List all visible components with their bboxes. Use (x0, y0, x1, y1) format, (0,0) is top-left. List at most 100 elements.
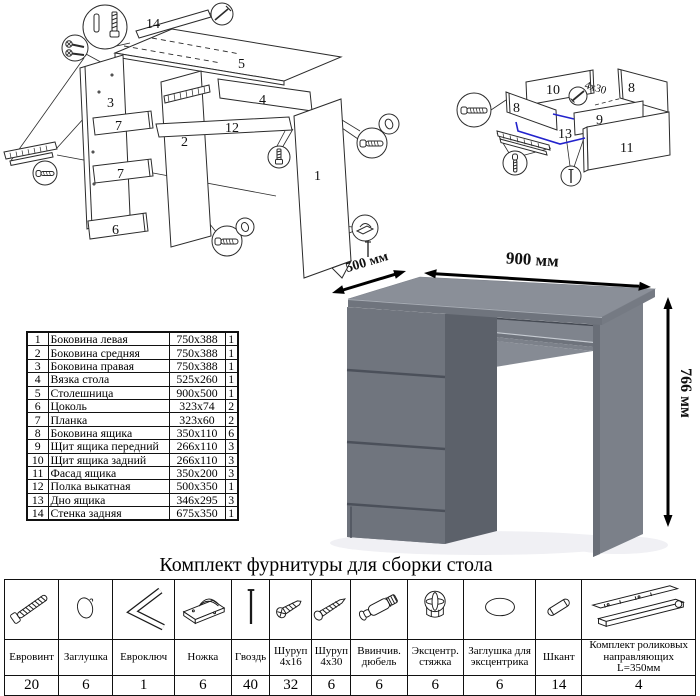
plinth (347, 506, 445, 544)
hardware-label: Шуруп 4x16 (269, 639, 313, 676)
panel-plinth (87, 212, 149, 240)
panel-plank-bottom (92, 158, 154, 184)
dowel-icon (547, 598, 570, 616)
detail-circle-screw (502, 150, 528, 176)
label-4x30: 4х30 (583, 79, 608, 97)
label-14: 14 (146, 17, 160, 32)
label-12: 12 (225, 121, 239, 136)
desk-drawer-unit (346, 299, 497, 544)
exploded-diagram-desk: 14 5 3 7 7 2 12 4 6 1 (3, 2, 400, 279)
hardware-label: Ножка (173, 639, 232, 676)
hardware-qty: 6 (311, 674, 352, 696)
detail-circle-euroscrew-right (356, 113, 400, 159)
panel-plank-top (92, 110, 154, 136)
panel-pullout-shelf (155, 116, 293, 138)
label-7a: 7 (115, 119, 122, 134)
roller-rail-detail (3, 141, 58, 186)
detail-circle-nail (210, 2, 234, 26)
hardware-qty: 14 (535, 674, 583, 696)
detail-circle-dowel-screw (82, 4, 128, 50)
part-num: 1 (26, 331, 49, 347)
hardware-qty: 6 (350, 674, 408, 696)
depth-dimension-label: 500 мм (344, 249, 390, 276)
part-size: 750x388 (168, 331, 226, 347)
width-dimension-label: 900 мм (505, 248, 559, 270)
part-name: Боковина левая (47, 331, 170, 347)
hardware-qty: 6 (406, 674, 464, 696)
label-7b: 7 (117, 167, 124, 182)
panel-right-side (293, 98, 353, 279)
cap-icon (76, 597, 93, 619)
screw-small-icon (275, 600, 302, 619)
nail-icon (247, 589, 254, 624)
leg-icon (182, 598, 226, 625)
hardware-label: Комплект роликовых направляющих L=350мм (581, 639, 696, 676)
hardware-label: Эксцентр. стяжка (406, 639, 464, 676)
dimension-annotations: 900 мм 500 мм 766 мм (332, 248, 694, 527)
label-13: 13 (558, 127, 572, 142)
detail-circle-screw-4x30 (568, 86, 588, 106)
height-dimension-label: 766 мм (677, 368, 694, 418)
hardware-table: Евровинт Заглушка Евроключ Ножка Гвоздь … (3, 579, 696, 696)
exploded-diagram-drawer: 10 8 8 9 13 11 4х30 (456, 68, 671, 187)
hardware-qty: 1 (112, 674, 175, 696)
hardware-label: Евроключ (112, 639, 175, 676)
label-3: 3 (107, 96, 114, 111)
hardware-label: Шкант (535, 639, 583, 676)
drawer-roller-rail (496, 130, 551, 156)
diagram-labels: 14 5 3 7 7 2 12 4 6 1 (107, 17, 321, 238)
drawer-gap-2 (346, 440, 446, 451)
detail-circle-screw-vertical (267, 145, 291, 169)
hardware-qty: 32 (269, 674, 313, 696)
drawer-side-left (505, 91, 558, 131)
hardware-label: Ввинчив. дюбель (350, 639, 408, 676)
desk-3d-view: 900 мм 500 мм 766 мм (330, 248, 694, 557)
label-8r: 8 (628, 81, 635, 96)
detail-circle-leg (351, 214, 379, 257)
hardware-label: Заглушка (58, 639, 114, 676)
hardware-qty-row: 20 6 1 6 40 32 6 6 6 6 14 4 (3, 674, 696, 696)
detail-circle-screws (61, 34, 89, 62)
hardware-label: Гвоздь (230, 639, 271, 676)
panel-middle-side (160, 70, 212, 248)
euroscrew-icon (9, 594, 47, 624)
label-2: 2 (181, 135, 188, 150)
screw-long-icon (313, 598, 347, 621)
label-8l: 8 (513, 101, 520, 116)
hardware-qty: 6 (58, 674, 114, 696)
drawer-facade (582, 111, 671, 173)
hardware-qty: 6 (462, 674, 537, 696)
label-11: 11 (620, 141, 633, 156)
cam-lock-icon (424, 590, 446, 618)
hardware-label: Заглушка для эксцентрика (462, 639, 537, 676)
detail-circle-euroscrew (211, 217, 255, 257)
hardware-qty: 40 (230, 674, 271, 696)
hardware-qty: 20 (3, 674, 60, 696)
hexkey-icon (125, 587, 165, 631)
part-qty: 1 (224, 331, 239, 347)
hardware-labels-row: Евровинт Заглушка Евроключ Ножка Гвоздь … (3, 639, 696, 676)
panel-desktop (113, 28, 343, 86)
hardware-label: Шуруп 4x30 (311, 639, 352, 676)
screwin-dowel-icon (358, 594, 398, 621)
label-10: 10 (546, 83, 560, 98)
hardware-label: Евровинт (3, 639, 60, 676)
desk-right-leg (593, 298, 643, 557)
detail-circle-nail (560, 165, 582, 187)
drawer-back-panel (525, 69, 595, 106)
drawer-labels: 10 8 8 9 13 11 4х30 (513, 79, 635, 156)
